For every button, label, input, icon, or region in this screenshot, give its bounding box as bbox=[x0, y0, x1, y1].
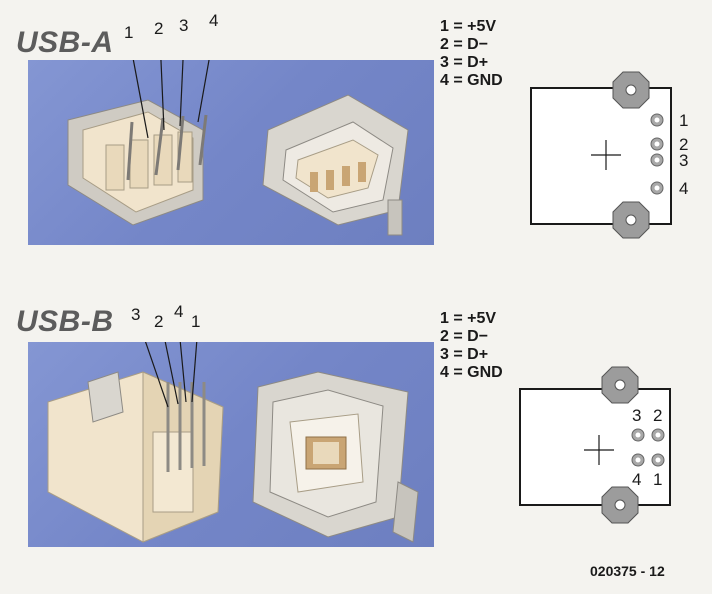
usb-b-callout-4: 4 bbox=[174, 302, 183, 321]
usb-b-connector-right bbox=[252, 371, 419, 543]
usb-a-callout-4: 4 bbox=[209, 11, 218, 30]
usb-a-pin-label: 1 bbox=[679, 111, 688, 130]
usb-a-connectors-illustration bbox=[67, 60, 409, 236]
usb-a-connector-right bbox=[262, 94, 409, 236]
usb-a-pin-legend: 1 = +5V 2 = D− 3 = D+ 4 = GND bbox=[440, 18, 540, 90]
usb-b-connector-left bbox=[47, 371, 224, 543]
usb-b-legend-line: 4 = GND bbox=[440, 364, 503, 381]
usb-a-pin-label: 3 bbox=[679, 151, 688, 170]
usb-a-legend-line: 3 = D+ bbox=[440, 54, 489, 71]
usb-b-legend-line: 3 = D+ bbox=[440, 346, 489, 363]
usb-b-callout-3: 3 bbox=[131, 305, 140, 324]
usb-b-callout-1: 1 bbox=[191, 312, 200, 331]
usb-b-callout-lines bbox=[144, 342, 198, 408]
usb-b-pin-label: 4 bbox=[632, 470, 641, 489]
figure-code: 020375 - 12 bbox=[590, 563, 665, 579]
usb-a-photo bbox=[28, 60, 434, 245]
usb-b-title: USB-B bbox=[16, 305, 114, 338]
usb-b-pin-legend: 1 = +5V 2 = D− 3 = D+ 4 = GND bbox=[440, 310, 540, 382]
usb-a-callout-lines bbox=[132, 60, 210, 139]
usb-b-footprint-pins bbox=[631, 428, 665, 467]
usb-b-footprint: 3 2 4 1 bbox=[510, 365, 700, 525]
usb-b-pin-label: 3 bbox=[632, 406, 641, 425]
usb-b-pin-label: 1 bbox=[653, 470, 662, 489]
usb-a-callout-3: 3 bbox=[179, 16, 188, 35]
usb-a-legend-line: 2 = D− bbox=[440, 36, 489, 53]
usb-b-pin-label: 2 bbox=[653, 406, 662, 425]
usb-b-legend-line: 2 = D− bbox=[440, 328, 489, 345]
usb-a-legend-line: 1 = +5V bbox=[440, 18, 497, 35]
usb-b-photo bbox=[28, 342, 434, 547]
usb-a-legend-line: 4 = GND bbox=[440, 72, 503, 89]
usb-a-footprint: 1 2 3 4 bbox=[525, 70, 700, 240]
usb-a-connector-left bbox=[67, 99, 208, 226]
usb-a-callout-1: 1 bbox=[124, 23, 133, 42]
usb-b-callout-2: 2 bbox=[154, 312, 163, 331]
usb-a-callout-2: 2 bbox=[154, 19, 163, 38]
usb-a-title: USB-A bbox=[16, 26, 114, 59]
usb-b-connectors-illustration bbox=[47, 342, 419, 543]
usb-b-legend-line: 1 = +5V bbox=[440, 310, 497, 327]
usb-a-pin-label: 2 bbox=[679, 135, 688, 154]
usb-a-footprint-pins bbox=[650, 113, 664, 195]
usb-a-pin-label: 4 bbox=[679, 179, 688, 198]
